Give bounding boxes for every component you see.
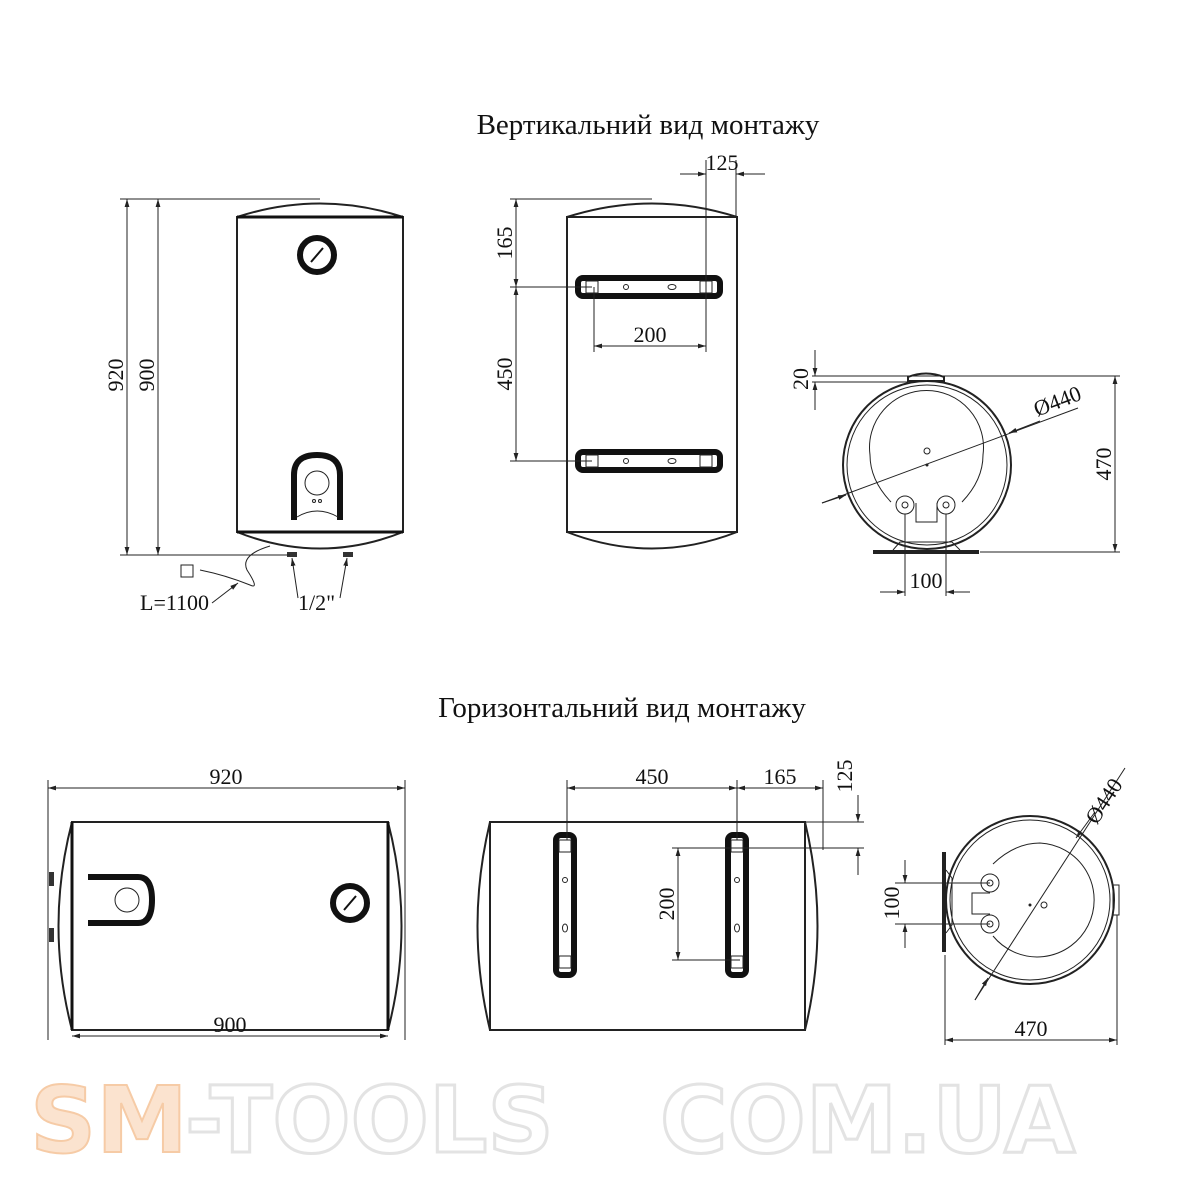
thermometer-icon [297,235,337,275]
dim-900: 900 [214,1012,247,1037]
control-panel [291,451,343,520]
dim-200: 200 [654,888,679,921]
control-panel [88,874,156,926]
watermark-accent: SM [30,1067,188,1174]
dim-165: 165 [764,764,797,789]
dim-200: 200 [634,322,667,347]
dim-450: 450 [636,764,669,789]
watermark: SM -TOOLS COM.UA [29,1066,1077,1176]
plug-icon [180,564,194,578]
thermostat-knob-icon [114,887,140,913]
horizontal-title: Горизонтальний вид монтажу [438,692,806,724]
dim-920: 920 [210,764,243,789]
dim-125: 125 [706,150,739,175]
vertical-front-view: 920 900 L=1100 1/2" [103,198,404,615]
dim-125: 125 [832,760,857,793]
dim-20: 20 [788,368,813,390]
watermark-domain: COM.UA [660,1067,1075,1174]
dim-100: 100 [910,568,943,593]
dim-450: 450 [492,358,517,391]
horizontal-back-view: 450 165 125 200 [476,760,864,1031]
vertical-back-view: 165 450 200 125 [492,150,765,550]
dim-100: 100 [879,887,904,920]
dim-165: 165 [492,227,517,260]
dim-920: 920 [103,359,128,392]
cable-length: L=1100 [140,590,209,615]
dim-470: 470 [1015,1016,1048,1041]
power-cable [199,545,271,587]
horizontal-side-view: 100 470 Ø440 [879,767,1128,1045]
thermometer-icon [330,883,370,923]
mounting-bracket-left [553,832,577,978]
thermostat-knob-icon [304,470,330,496]
dim-470: 470 [1091,448,1116,481]
dim-900: 900 [134,359,159,392]
vertical-side-view: 20 470 Ø440 100 [788,350,1120,596]
dim-440-diameter: Ø440 [1080,774,1128,829]
vertical-title: Вертикальний вид монтажу [477,109,820,141]
watermark-rest: -TOOLS [185,1067,554,1174]
pipe-thread: 1/2" [298,590,335,615]
horizontal-front-view: 920 900 [47,764,406,1040]
